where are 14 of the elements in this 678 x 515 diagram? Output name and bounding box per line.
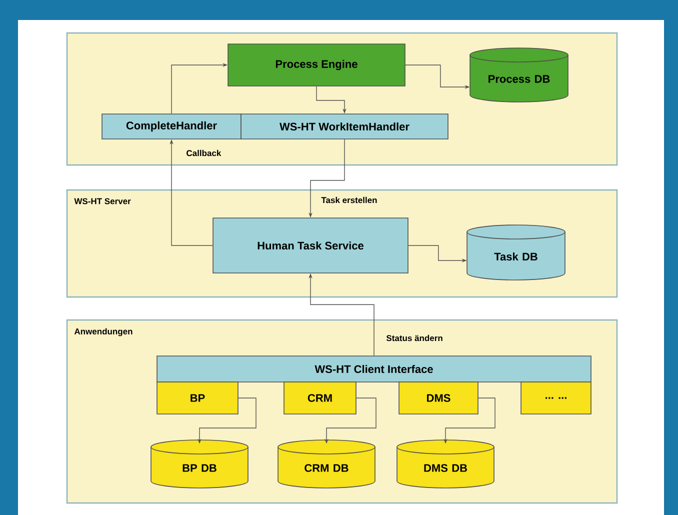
database-cylinder: DMS DB	[396, 440, 494, 488]
database-cylinder: Process DB	[470, 48, 568, 102]
process-box: Process Engine	[228, 44, 406, 86]
process-box: BP	[156, 382, 238, 414]
process-box: ... ...	[520, 382, 592, 414]
process-box: WS-HT WorkItemHandler	[240, 114, 448, 140]
process-box: Human Task Service	[212, 218, 408, 274]
database-cylinder: CRM DB	[278, 440, 376, 488]
process-box: WS-HT Client Interface	[156, 356, 592, 382]
process-box: CRM	[284, 382, 356, 414]
process-box: DMS	[398, 382, 478, 414]
database-cylinder: Task DB	[466, 224, 566, 280]
database-cylinder: BP DB	[150, 440, 248, 488]
process-box: CompleteHandler	[102, 114, 242, 140]
